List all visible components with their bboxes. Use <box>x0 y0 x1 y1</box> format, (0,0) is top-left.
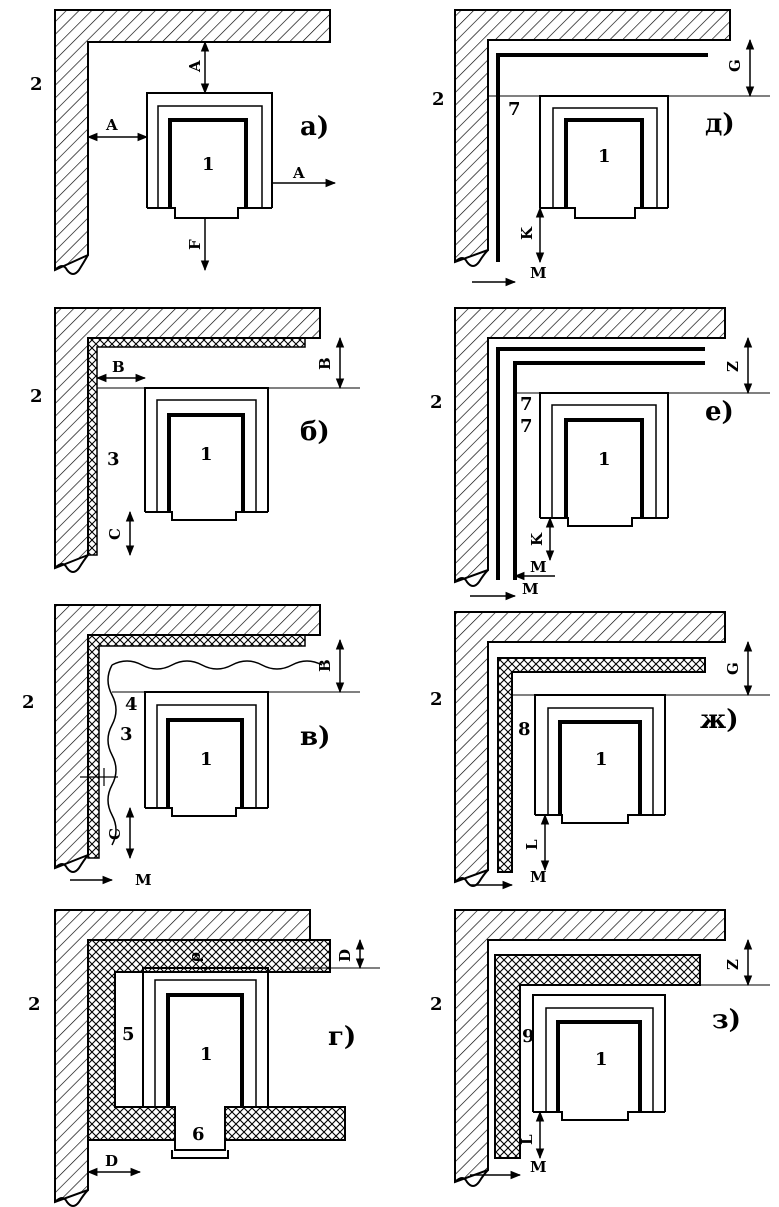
dim-label: M <box>135 871 152 889</box>
unit <box>146 92 273 219</box>
wall-break <box>454 569 489 587</box>
dim-label: ρ <box>186 952 204 962</box>
dim-label: G <box>726 59 744 72</box>
wall-label: 2 <box>28 994 41 1015</box>
unit-label: 1 <box>202 154 215 175</box>
panel-b: б) 2 3 1 B B C <box>30 307 360 573</box>
dim-label: C <box>106 828 124 840</box>
layer-label: 7 <box>508 99 521 120</box>
layer-label: 5 <box>122 1024 135 1045</box>
dim-label: B <box>316 659 334 672</box>
dim-label: K <box>518 226 536 240</box>
wall <box>54 9 331 272</box>
unit <box>532 994 666 1121</box>
panel-caption: д) <box>705 109 735 139</box>
dim-label: K <box>528 532 546 546</box>
panel-caption: е) <box>705 397 734 427</box>
insulation-layer <box>224 1106 346 1141</box>
base-plinth <box>174 1107 226 1151</box>
unit-label: 1 <box>595 749 608 770</box>
layer-label: 4 <box>125 694 138 715</box>
dim-label: B <box>112 358 125 376</box>
insulation-layer <box>87 337 306 556</box>
wall-label: 2 <box>430 392 443 413</box>
dim-label: M <box>530 264 547 282</box>
dim-label: A <box>105 116 118 134</box>
wall-break <box>54 554 89 573</box>
unit-label: 1 <box>200 749 213 770</box>
panel-caption: ж) <box>700 705 739 735</box>
wall-break <box>54 254 89 275</box>
dim-label: A <box>292 164 305 182</box>
wall-label: 2 <box>430 689 443 710</box>
unit-label: 1 <box>200 1044 213 1065</box>
layer-label: 9 <box>522 1026 535 1047</box>
insulation-layer <box>87 634 306 859</box>
panel-caption: г) <box>328 1022 356 1052</box>
wall-label: 2 <box>430 994 443 1015</box>
panel-caption: а) <box>300 112 329 142</box>
barrier-layer-inner <box>513 361 705 580</box>
wall-break <box>54 854 89 873</box>
dim-label: F <box>186 239 204 250</box>
unit <box>539 392 669 527</box>
unit-label: 1 <box>598 146 611 167</box>
panel-z: з) 2 9 1 Z L M <box>430 909 770 1187</box>
panel-e: е) 2 7 7 1 Z K M M <box>430 307 770 601</box>
wall-label: 2 <box>432 89 445 110</box>
dim-label: B <box>316 357 334 370</box>
wall <box>454 611 726 884</box>
panel-caption: б) <box>300 417 330 447</box>
unit-label: 1 <box>200 444 213 465</box>
dim-label: Z <box>724 361 742 372</box>
unit <box>534 694 666 824</box>
dim-label: D <box>336 949 354 962</box>
dim-label: A <box>186 60 204 73</box>
panel-zh: ж) 2 8 1 G L M <box>430 611 770 890</box>
dim-label: M <box>522 580 539 598</box>
membrane-layer <box>107 660 323 846</box>
barrier-layer-outer <box>496 347 705 580</box>
dim-label: L <box>523 839 541 850</box>
unit <box>144 691 269 817</box>
panel-caption: з) <box>712 1005 741 1035</box>
unit-label: 1 <box>595 1049 608 1070</box>
wall-break <box>454 249 489 267</box>
wall-label: 2 <box>22 692 35 713</box>
layer-label: 7 <box>520 416 533 437</box>
base-label: 6 <box>192 1124 205 1145</box>
panel-v: в) 2 3 4 1 B C M <box>22 604 360 889</box>
barrier-layer <box>496 53 708 262</box>
dim-label: C <box>106 528 124 540</box>
insulation-layer <box>497 657 706 873</box>
insulation-layer <box>87 939 331 1141</box>
wall-break <box>454 869 489 887</box>
dim-label: L <box>518 1134 536 1145</box>
dim-label: G <box>724 662 742 675</box>
panel-g: г) 2 5 6 1 D D ρ <box>28 909 380 1207</box>
unit <box>539 95 669 219</box>
dim-label: M <box>530 1158 547 1176</box>
wall-break <box>54 1189 89 1207</box>
dim-label: Z <box>724 959 742 970</box>
panel-d: д) 2 7 1 G K M <box>432 9 770 287</box>
base-plinth-foot <box>171 1150 229 1159</box>
dim-label: M <box>530 558 547 576</box>
layer-label: 7 <box>520 394 533 415</box>
panel-a: а) 2 1 A A A F <box>30 9 337 275</box>
unit-label: 1 <box>598 449 611 470</box>
dim-label: D <box>105 1152 118 1170</box>
unit <box>144 387 269 521</box>
layer-label: 3 <box>120 724 133 745</box>
layer-label: 8 <box>518 719 531 740</box>
unit <box>142 967 269 1107</box>
panel-caption: в) <box>300 722 330 752</box>
wall-label: 2 <box>30 386 43 407</box>
dim-label: M <box>530 868 547 886</box>
layer-label: 3 <box>107 449 120 470</box>
wall-label: 2 <box>30 74 43 95</box>
